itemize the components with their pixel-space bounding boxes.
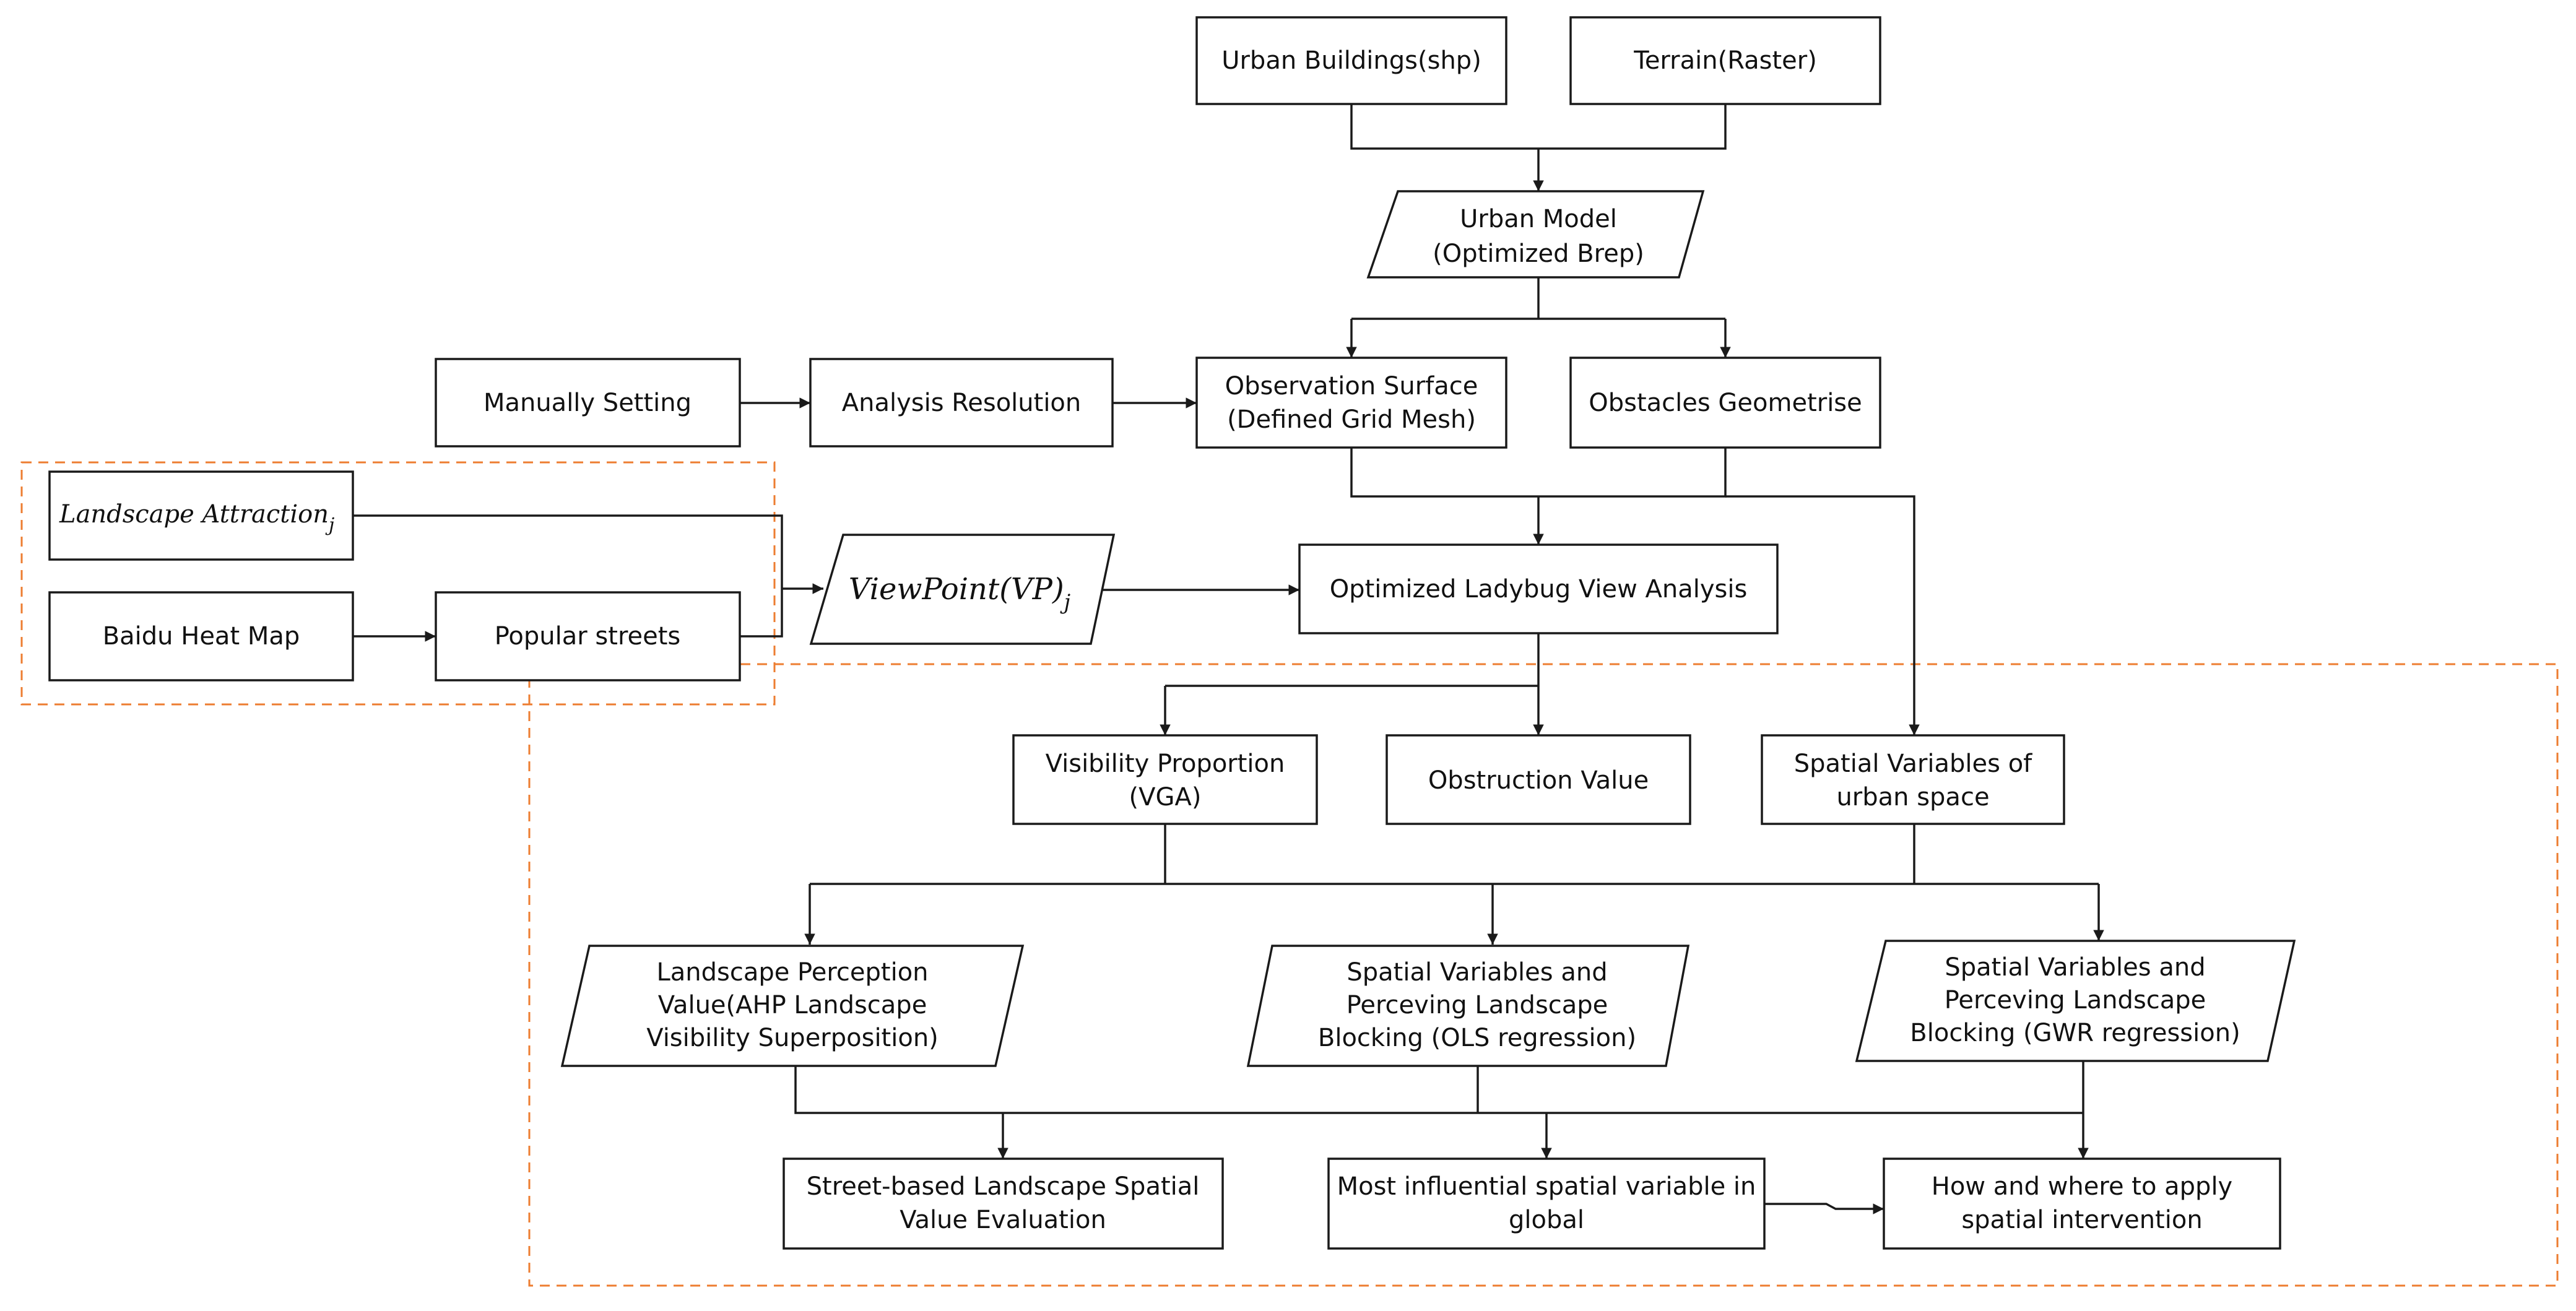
node-analysis-resolution: Analysis Resolution [809, 358, 1114, 448]
visibility-proportion-label-line1: Visibility Proportion [1046, 750, 1285, 778]
node-optimized-ladybug: Optimized Ladybug View Analysis [1298, 543, 1779, 634]
edge-vga-spatial-merge [810, 824, 2099, 885]
obstruction-value-label: Obstruction Value [1428, 766, 1649, 795]
ols-regression-label-line3: Blocking (OLS regression) [1318, 1024, 1636, 1052]
node-viewpoint: ViewPoint(VP)j [809, 534, 1116, 645]
urban-model-label-line2: (Optimized Brep) [1433, 240, 1644, 268]
node-obstacles-geometrise: Obstacles Geometrise [1569, 357, 1881, 449]
optimized-ladybug-label: Optimized Ladybug View Analysis [1330, 575, 1748, 604]
street-evaluation-label-line2: Value Evaluation [900, 1206, 1106, 1234]
edge-buildings-terrain-merge [1350, 104, 1727, 150]
node-manually-setting: Manually Setting [435, 358, 741, 448]
analysis-resolution-label: Analysis Resolution [842, 389, 1082, 417]
landscape-perception-label-line3: Visibility Superposition) [646, 1024, 939, 1052]
how-where-label-line2: spatial intervention [1961, 1206, 2202, 1234]
node-terrain: Terrain(Raster) [1569, 16, 1881, 105]
terrain-label: Terrain(Raster) [1633, 46, 1817, 75]
edge-attraction-to-viewpoint [353, 514, 783, 589]
spatial-variables-urban-label-line2: urban space [1836, 783, 1989, 811]
node-how-where: How and where to apply spatial intervent… [1883, 1157, 2281, 1250]
most-influential-label-line1: Most influential spatial variable in [1337, 1172, 1756, 1201]
node-urban-buildings: Urban Buildings(shp) [1195, 16, 1507, 105]
edge-streets-to-viewpoint [740, 589, 783, 638]
manually-setting-label: Manually Setting [484, 389, 692, 417]
edge-obstacles-to-spatial-variables [1725, 495, 1920, 735]
visibility-proportion-label-line2: (VGA) [1129, 783, 1202, 811]
node-landscape-perception: Landscape Perception Value(AHP Landscape… [560, 945, 1025, 1067]
edge-obs-obstacles-merge [1350, 448, 1727, 498]
obstacles-geometrise-label: Obstacles Geometrise [1589, 389, 1862, 417]
street-evaluation-label-line1: Street-based Landscape Spatial [807, 1172, 1200, 1201]
node-landscape-attraction: Landscape Attractionj [48, 470, 354, 561]
node-most-influential: Most influential spatial variable in glo… [1327, 1157, 1766, 1250]
node-obstruction-value: Obstruction Value [1386, 734, 1691, 825]
landscape-perception-label-line1: Landscape Perception [656, 958, 928, 987]
observation-surface-label-line2: (Defined Grid Mesh) [1227, 405, 1476, 434]
gwr-regression-label-line2: Perceving Landscape [1945, 986, 2206, 1015]
connectors [353, 104, 2104, 1214]
urban-buildings-label: Urban Buildings(shp) [1221, 46, 1481, 75]
most-influential-label-line2: global [1509, 1206, 1584, 1234]
node-street-evaluation: Street-based Landscape Spatial Value Eva… [783, 1157, 1224, 1250]
gwr-regression-label-line3: Blocking (GWR regression) [1910, 1019, 2240, 1047]
popular-streets-label: Popular streets [495, 622, 681, 651]
node-baidu-heat-map: Baidu Heat Map [48, 591, 354, 681]
node-popular-streets: Popular streets [435, 591, 741, 681]
observation-surface-label-line1: Observation Surface [1225, 372, 1478, 400]
node-ols-regression: Spatial Variables and Perceving Landscap… [1246, 945, 1690, 1067]
landscape-perception-label-line2: Value(AHP Landscape [658, 991, 927, 1019]
urban-model-label-line1: Urban Model [1460, 205, 1617, 233]
landscape-attraction-label: Landscape Attractionj [59, 500, 334, 536]
edge-ladybug-split [1165, 633, 1540, 687]
edge-results-merge [794, 1061, 2084, 1114]
node-urban-model: Urban Model (Optimized Brep) [1366, 190, 1705, 279]
ols-regression-label-line1: Spatial Variables and [1347, 958, 1607, 987]
node-spatial-variables-urban: Spatial Variables of urban space [1761, 734, 2065, 825]
viewpoint-label: ViewPoint(VP)j [849, 572, 1071, 615]
baidu-heat-map-label: Baidu Heat Map [103, 622, 300, 651]
edge-urban-model-split [1351, 277, 1725, 320]
node-gwr-regression: Spatial Variables and Perceving Landscap… [1855, 940, 2296, 1062]
how-where-label-line1: How and where to apply [1932, 1172, 2232, 1201]
node-observation-surface: Observation Surface (Defined Grid Mesh) [1195, 357, 1507, 449]
gwr-regression-label-line1: Spatial Variables and [1945, 953, 2205, 982]
spatial-variables-urban-label-line1: Spatial Variables of [1794, 750, 2032, 778]
input-dashed-region [20, 461, 776, 706]
node-visibility-proportion: Visibility Proportion (VGA) [1012, 734, 1318, 825]
edge-influential-to-how-where [1764, 1203, 1884, 1214]
ols-regression-label-line2: Perceving Landscape [1347, 991, 1608, 1019]
